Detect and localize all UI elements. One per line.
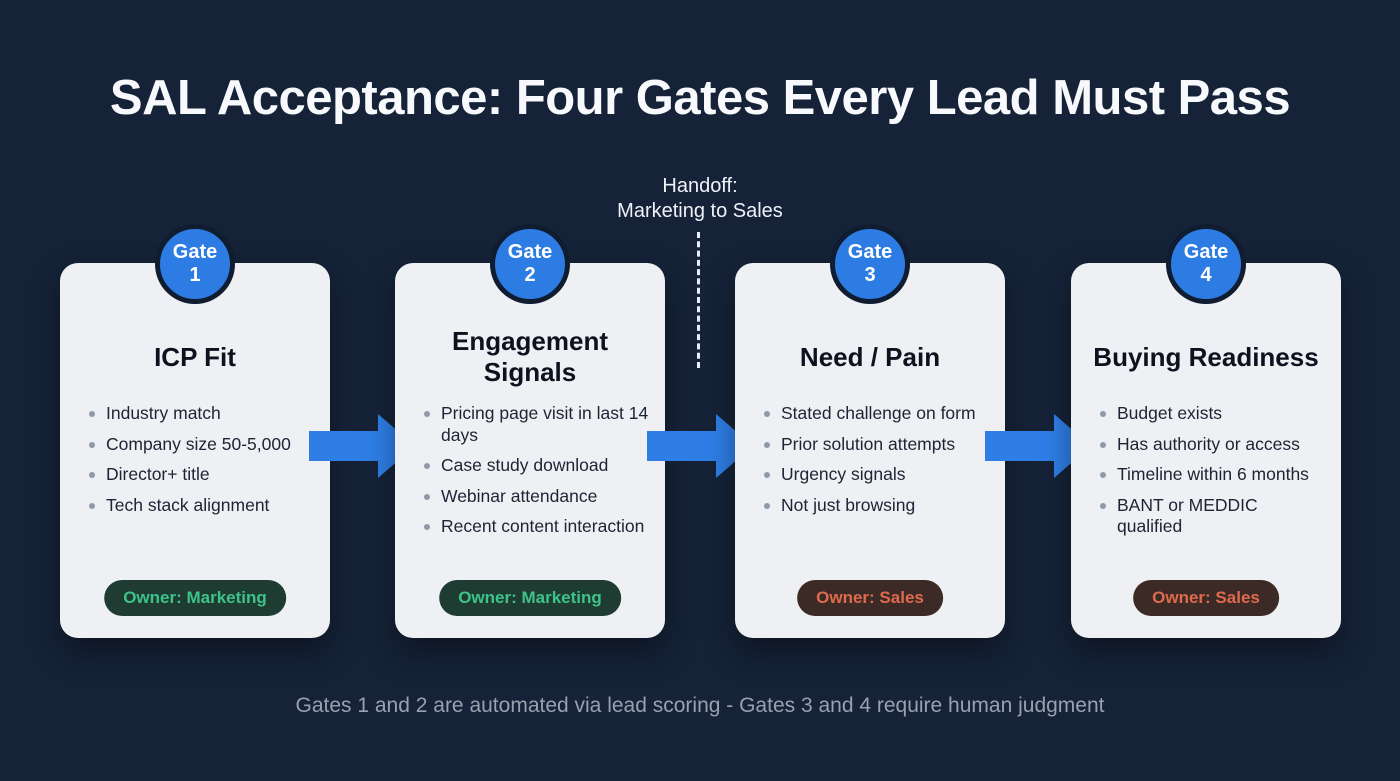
footer-note: Gates 1 and 2 are automated via lead sco…	[295, 694, 1105, 717]
list-item: Prior solution attempts	[764, 434, 989, 456]
list-item: Recent content interaction	[424, 516, 649, 538]
gate-badge-number: 1	[189, 264, 201, 286]
gate-2-owner-badge: Owner: Marketing	[439, 580, 621, 616]
list-item: Case study download	[424, 455, 649, 477]
gate-badge-label: Gate	[1183, 241, 1229, 263]
list-item: Urgency signals	[764, 464, 989, 486]
handoff-divider-dashed-line	[697, 232, 700, 368]
gate-1-bullet-list: Industry match Company size 50-5,000 Dir…	[60, 403, 330, 516]
gate-badge-number: 3	[864, 264, 876, 286]
list-item: Timeline within 6 months	[1100, 464, 1325, 486]
list-item: Budget exists	[1100, 403, 1325, 425]
arrow-right-icon	[985, 414, 1091, 478]
gate-3-badge: Gate 3	[830, 224, 910, 304]
arrow-right-icon	[647, 414, 753, 478]
gate-2-badge: Gate 2	[490, 224, 570, 304]
gate-3-owner-badge: Owner: Sales	[797, 580, 943, 616]
page-title: SAL Acceptance: Four Gates Every Lead Mu…	[109, 71, 1291, 125]
list-item: Industry match	[89, 403, 314, 425]
list-item: Webinar attendance	[424, 486, 649, 508]
gate-1-badge: Gate 1	[155, 224, 235, 304]
list-item: BANT or MEDDIC qualified	[1100, 495, 1325, 538]
gate-1-card: Gate 1 ICP Fit Industry match Company si…	[60, 224, 330, 638]
list-item: Company size 50-5,000	[89, 434, 314, 456]
list-item: Tech stack alignment	[89, 495, 314, 517]
gate-4-badge: Gate 4	[1166, 224, 1246, 304]
gate-3-bullet-list: Stated challenge on form Prior solution …	[735, 403, 1005, 516]
gate-3-title: Need / Pain	[799, 341, 941, 372]
handoff-label-line2: Marketing to Sales	[617, 200, 783, 222]
arrow-right-icon	[309, 414, 415, 478]
list-item: Not just browsing	[764, 495, 989, 517]
gate-2-card: Gate 2 Engagement Signals Pricing page v…	[395, 224, 665, 638]
gate-badge-label: Gate	[172, 241, 218, 263]
list-item: Pricing page visit in last 14 days	[424, 403, 649, 445]
gate-4-bullet-list: Budget exists Has authority or access Ti…	[1071, 403, 1341, 538]
gate-badge-number: 4	[1200, 264, 1212, 286]
list-item: Has authority or access	[1100, 434, 1325, 456]
gate-4-card: Gate 4 Buying Readiness Budget exists Ha…	[1071, 224, 1341, 638]
gate-4-title: Buying Readiness	[1093, 341, 1319, 372]
handoff-label: Handoff: Marketing to Sales	[500, 174, 900, 224]
list-item: Director+ title	[89, 464, 314, 486]
gate-2-title: Engagement Signals	[451, 326, 609, 387]
gate-1-title: ICP Fit	[154, 341, 236, 372]
gate-3-card: Gate 3 Need / Pain Stated challenge on f…	[735, 224, 1005, 638]
gate-badge-label: Gate	[507, 241, 553, 263]
list-item: Stated challenge on form	[764, 403, 989, 425]
gate-1-owner-badge: Owner: Marketing	[104, 580, 286, 616]
gate-2-bullet-list: Pricing page visit in last 14 days Case …	[395, 403, 665, 538]
gate-badge-label: Gate	[847, 241, 893, 263]
handoff-label-line1: Handoff:	[662, 175, 738, 197]
gate-4-owner-badge: Owner: Sales	[1133, 580, 1279, 616]
gate-badge-number: 2	[524, 264, 536, 286]
